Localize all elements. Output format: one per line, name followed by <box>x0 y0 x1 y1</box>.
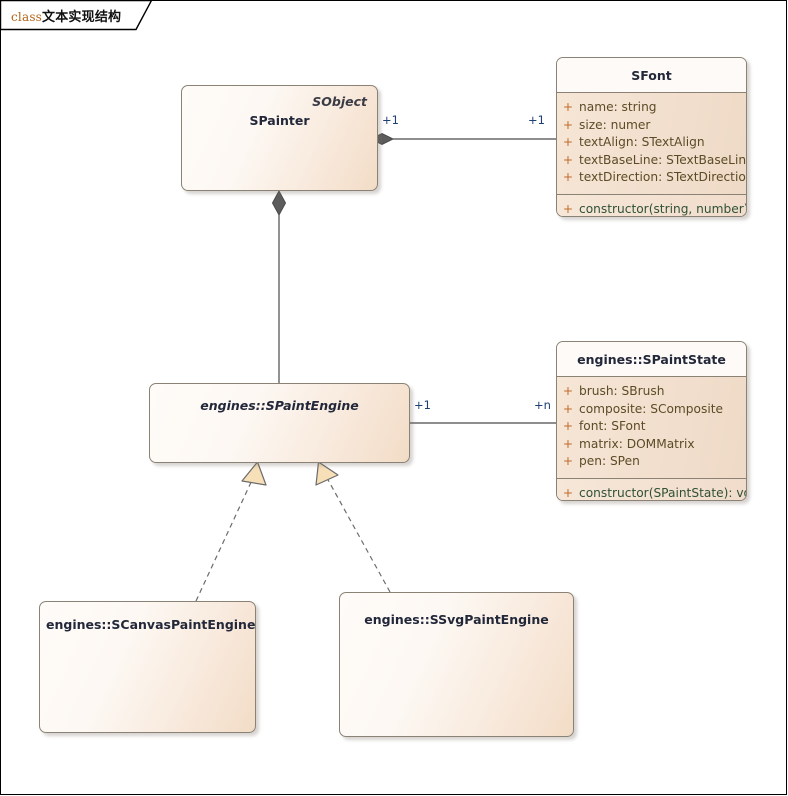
attribute-row: + matrix: DOMMatrix <box>557 436 746 454</box>
frame-tab-label: class文本实现结构 <box>11 6 121 25</box>
frame-name: 文本实现结构 <box>42 10 122 25</box>
operation-text: constructor(string, number): void <box>579 201 747 216</box>
visibility-marker: + <box>562 201 574 216</box>
class-box-scanvaspaintengine[interactable]: engines::SCanvasPaintEngine <box>39 601 256 733</box>
class-header-spaintstate: engines::SPaintState <box>557 342 746 377</box>
operation-compartment-spaintstate: + constructor(SPaintState): void <box>557 478 747 501</box>
attribute-text: font: SFont <box>579 419 646 433</box>
multiplicity-sfont-left: +1 <box>528 113 545 127</box>
frame-tab-shape <box>0 0 152 31</box>
attribute-compartment-spaintstate: + brush: SBrush + composite: SComposite … <box>557 377 746 479</box>
operation-text: constructor(SPaintState): void <box>579 485 747 500</box>
attribute-text: composite: SComposite <box>579 401 723 416</box>
attribute-compartment-sfont: + name: string + size: numer + textAlign… <box>557 93 746 195</box>
attribute-row: + brush: SBrush <box>557 383 746 401</box>
attribute-text: name: string <box>579 100 657 114</box>
class-name-spaintstate: engines::SPaintState <box>577 352 726 367</box>
attribute-text: size: numer <box>579 117 651 132</box>
visibility-marker: + <box>562 384 574 398</box>
frame-keyword: class <box>11 10 43 24</box>
visibility-marker: + <box>562 436 574 451</box>
attribute-row: + textAlign: STextAlign <box>557 134 746 152</box>
multiplicity-spainter-right: +1 <box>382 113 399 127</box>
diagram-frame-tab: class文本实现结构 <box>0 0 152 31</box>
class-name-spaintengine: engines::SPaintEngine <box>200 398 359 413</box>
operation-compartment-sfont: + constructor(string, number): void <box>557 194 747 217</box>
attribute-text: matrix: DOMMatrix <box>579 436 695 451</box>
attribute-row: + composite: SComposite <box>557 401 746 419</box>
attribute-row: + size: numer <box>557 117 746 135</box>
visibility-marker: + <box>562 152 574 167</box>
attribute-row: + textBaseLine: STextBaseLine <box>557 152 746 170</box>
class-header-sfont: SFont <box>557 58 746 93</box>
visibility-marker: + <box>562 100 574 114</box>
multiplicity-spaintengine-right: +1 <box>414 398 431 412</box>
visibility-marker: + <box>562 117 574 132</box>
class-name-scanvaspaintengine: engines::SCanvasPaintEngine <box>46 617 256 632</box>
multiplicity-spaintstate-left: +n <box>534 398 551 412</box>
class-box-spainter[interactable]: SObject SPainter <box>181 85 378 191</box>
class-stereotype-sobject: SObject <box>312 94 367 109</box>
visibility-marker: + <box>562 135 574 149</box>
class-name-sfont: SFont <box>631 68 672 83</box>
class-name-ssvgpaintengine: engines::SSvgPaintEngine <box>364 612 549 627</box>
attribute-row: + name: string <box>557 99 746 117</box>
attribute-row: + pen: SPen <box>557 453 746 471</box>
attribute-text: textAlign: STextAlign <box>579 135 705 149</box>
attribute-row: + textDirection: STextDirection <box>557 169 746 187</box>
operation-row: + constructor(SPaintState): void <box>557 485 747 501</box>
class-box-spaintstate[interactable]: engines::SPaintState + brush: SBrush + c… <box>556 341 747 501</box>
visibility-marker: + <box>562 485 574 500</box>
attribute-text: textBaseLine: STextBaseLine <box>579 152 747 167</box>
attribute-text: pen: SPen <box>579 454 640 468</box>
visibility-marker: + <box>562 419 574 433</box>
visibility-marker: + <box>562 170 574 184</box>
operation-row: + constructor(string, number): void <box>557 201 747 217</box>
attribute-text: brush: SBrush <box>579 384 665 398</box>
attribute-text: textDirection: STextDirection <box>579 170 747 184</box>
class-box-spaintengine[interactable]: engines::SPaintEngine <box>149 383 410 463</box>
visibility-marker: + <box>562 454 574 468</box>
class-name-spainter: SPainter <box>249 113 310 128</box>
class-box-sfont[interactable]: SFont + name: string + size: numer + tex… <box>556 57 747 217</box>
visibility-marker: + <box>562 401 574 416</box>
attribute-row: + font: SFont <box>557 418 746 436</box>
class-box-ssvgpaintengine[interactable]: engines::SSvgPaintEngine <box>339 592 574 737</box>
